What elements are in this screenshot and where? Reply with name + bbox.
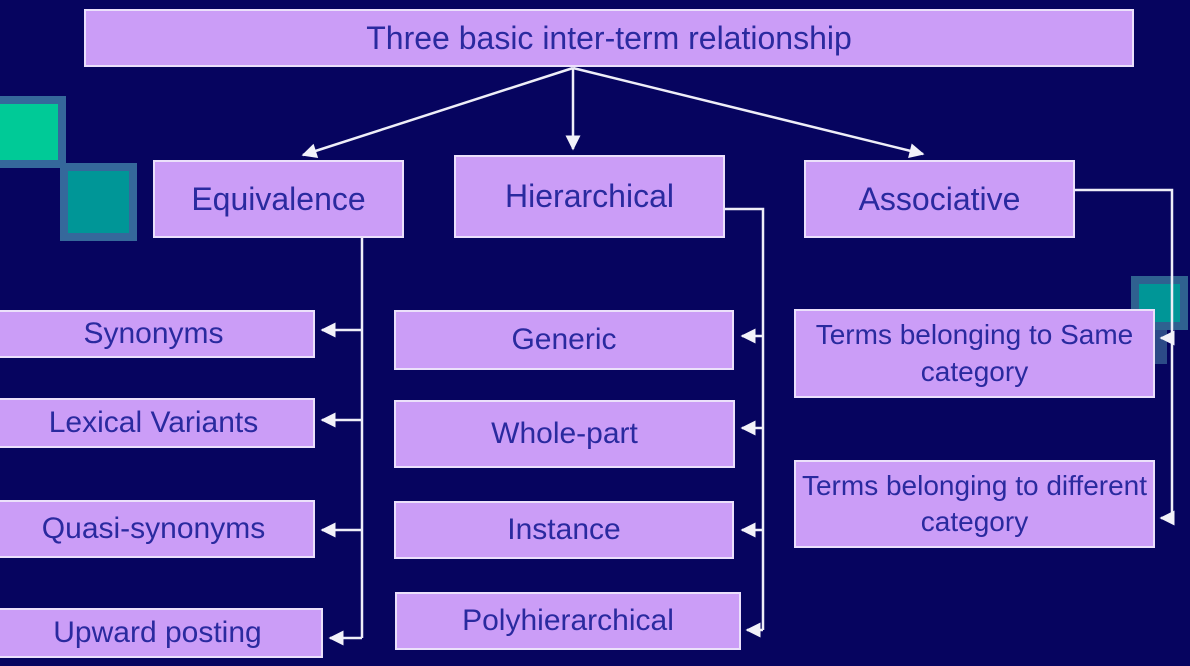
node-polyhierarchical: Polyhierarchical [395, 592, 741, 650]
node-quasi-synonyms: Quasi-synonyms [0, 500, 315, 558]
node-upward-posting: Upward posting [0, 608, 323, 658]
node-instance: Instance [394, 501, 734, 559]
connector-title-associative [572, 66, 925, 159]
node-lexical-variants: Lexical Variants [0, 398, 315, 448]
node-terms-different-category: Terms belonging to different category [794, 460, 1155, 548]
decor-teal-square-left [60, 163, 137, 241]
node-whole-part: Whole-part [394, 400, 735, 468]
connector-title-equivalence [301, 66, 574, 158]
decor-green-square [0, 96, 66, 168]
node-associative: Associative [804, 160, 1075, 238]
node-equivalence: Equivalence [153, 160, 404, 238]
node-terms-same-category: Terms belonging to Same category [794, 309, 1155, 398]
node-synonyms: Synonyms [0, 310, 315, 358]
node-generic: Generic [394, 310, 734, 370]
node-hierarchical: Hierarchical [454, 155, 725, 238]
title-box: Three basic inter-term relationship [84, 9, 1134, 67]
